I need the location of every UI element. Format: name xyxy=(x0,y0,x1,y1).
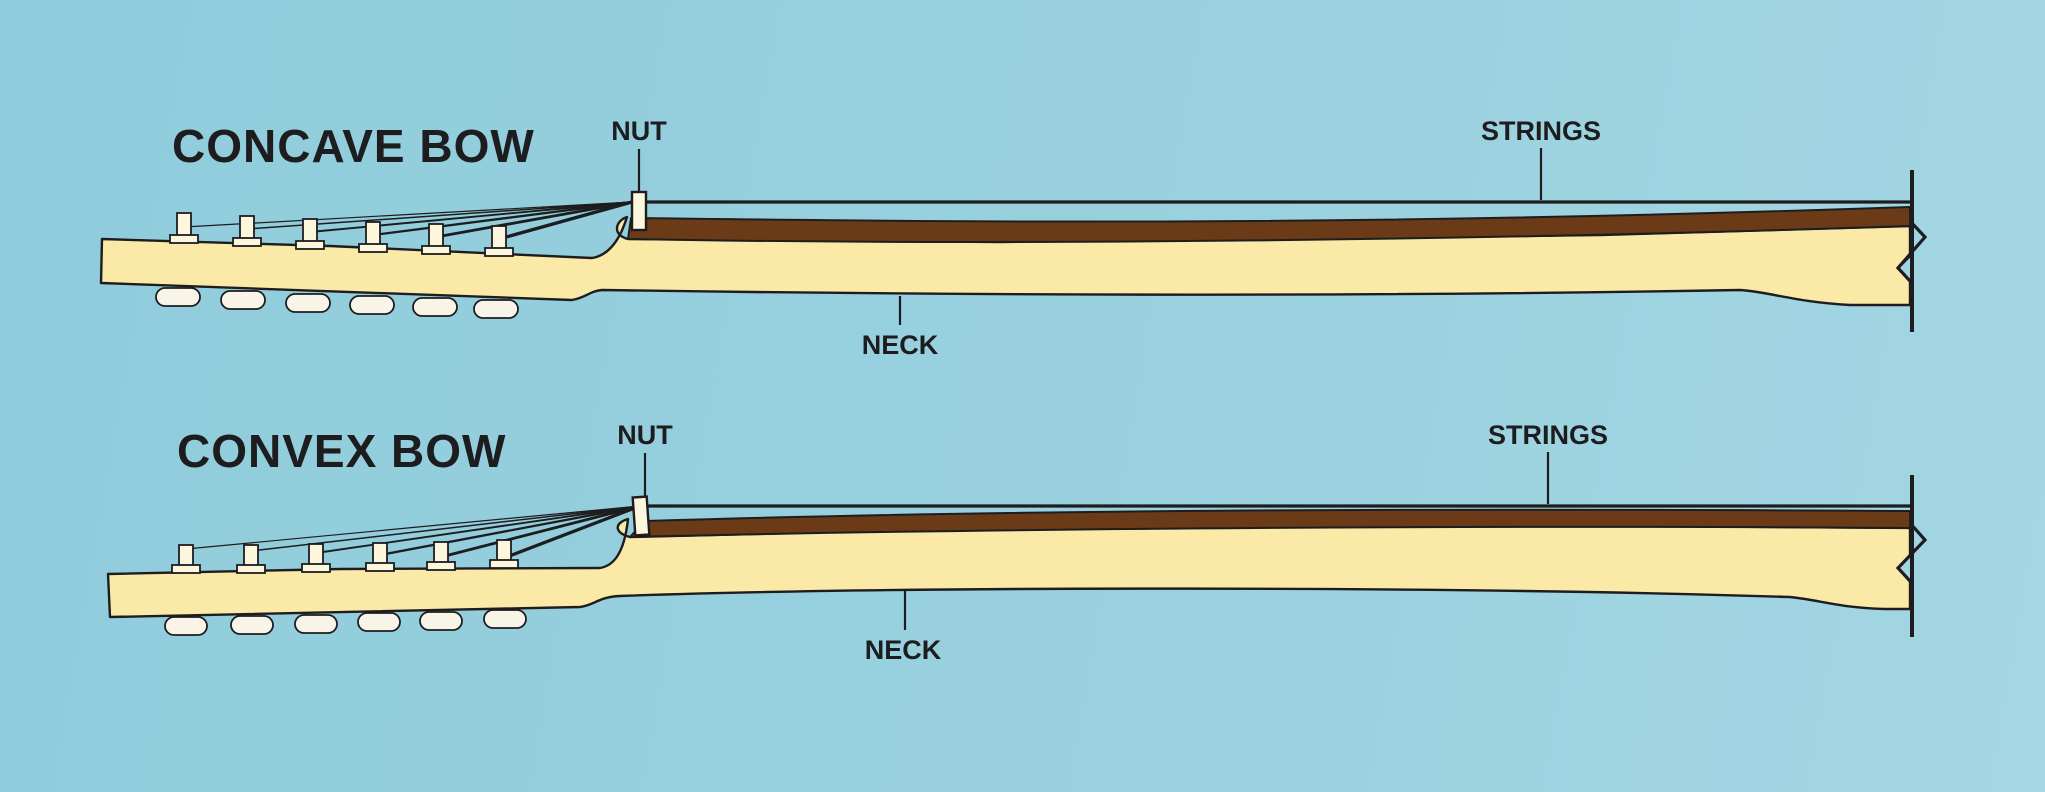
nut-label: NUT xyxy=(617,420,673,450)
tuner-key xyxy=(294,614,338,634)
break-symbol xyxy=(1895,521,1928,583)
tuning-peg xyxy=(489,539,519,569)
tuner-key xyxy=(164,616,208,636)
tuning-peg xyxy=(295,218,325,250)
neck-label: NECK xyxy=(865,635,942,665)
tuner-key xyxy=(419,611,463,631)
panel-concave-bow: CONCAVE BOW xyxy=(99,116,1928,360)
tuning-peg xyxy=(426,541,456,571)
neck-body xyxy=(99,215,1912,307)
tuning-peg xyxy=(365,542,395,572)
tuner-key xyxy=(285,293,331,313)
panel-title: CONCAVE BOW xyxy=(172,120,535,172)
tuner-keys xyxy=(155,287,519,319)
strings-label: STRINGS xyxy=(1488,420,1608,450)
tuning-peg xyxy=(232,215,262,247)
tuning-peg xyxy=(484,225,514,257)
tuner-key xyxy=(220,290,266,310)
neck-label: NECK xyxy=(862,330,939,360)
tuner-key xyxy=(230,615,274,635)
panel-title: CONVEX BOW xyxy=(177,425,506,477)
tuner-key xyxy=(483,609,527,629)
tuner-key xyxy=(412,297,458,317)
tuner-keys xyxy=(164,609,527,636)
tuning-pegs xyxy=(171,539,519,574)
neck-body xyxy=(106,517,1912,619)
tuning-peg xyxy=(169,212,199,244)
tuning-peg xyxy=(421,223,451,255)
break-symbol xyxy=(1895,219,1928,283)
headstock-strings xyxy=(185,504,641,560)
nut xyxy=(630,190,648,232)
tuning-peg xyxy=(171,544,201,574)
tuning-pegs xyxy=(169,212,514,257)
nut-label: NUT xyxy=(611,116,667,146)
strings-label: STRINGS xyxy=(1481,116,1601,146)
tuner-key xyxy=(155,287,201,307)
tuner-key xyxy=(473,299,519,319)
tuner-key xyxy=(349,295,395,315)
tuning-peg xyxy=(358,221,388,253)
panel-convex-bow: CONVEX BOW xyxy=(106,420,1928,665)
nut xyxy=(631,495,651,537)
tuner-key xyxy=(357,612,401,632)
tuning-peg xyxy=(301,543,331,573)
tuning-peg xyxy=(236,544,266,574)
